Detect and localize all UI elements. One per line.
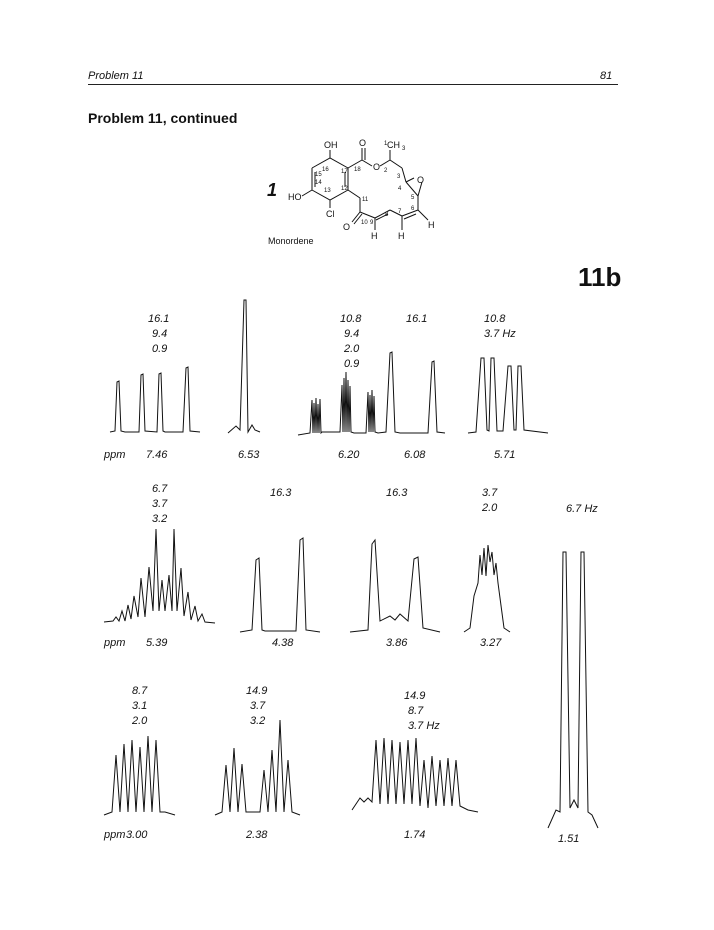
coupling-3-00-b: 3.1 — [132, 700, 147, 712]
ppm-axis-label-row1: ppm — [103, 449, 125, 461]
atom-cl: Cl — [326, 209, 335, 219]
atom-number-7: 7 — [398, 209, 402, 215]
shift-label-3-86: 3.86 — [386, 637, 408, 649]
atom-ch3-subscript: 3 — [402, 146, 406, 152]
multiplet-trace-2-38 — [214, 719, 301, 816]
multiplet-trace-6-20-6-08 — [297, 351, 446, 436]
coupling-6-20-c: 2.0 — [343, 343, 360, 355]
ppm-axis-label-row3: ppm — [103, 829, 125, 841]
atom-number-10: 10 — [361, 220, 368, 226]
coupling-7-46-a: 16.1 — [148, 313, 169, 325]
atom-ketone-o: O — [343, 222, 350, 232]
page-number: 81 — [600, 70, 613, 82]
atom-number-6: 6 — [411, 206, 415, 212]
atom-carbonyl-o: O — [359, 138, 366, 148]
coupling-5-39-b: 3.7 — [152, 498, 168, 510]
coupling-3-00-c: 2.0 — [131, 715, 148, 727]
atom-number-16: 16 — [322, 167, 329, 173]
coupling-3-86-a: 16.3 — [386, 487, 408, 499]
ppm-axis-label-row2: ppm — [103, 637, 125, 649]
atom-oh-top: OH — [324, 140, 338, 150]
coupling-6-08-a: 16.1 — [406, 313, 427, 325]
multiplet-trace-5-39 — [103, 528, 216, 624]
atom-h9: H — [371, 231, 378, 241]
shift-label-3-27: 3.27 — [480, 637, 502, 649]
atom-number-8: 8 — [385, 212, 389, 218]
shift-label-5-39: 5.39 — [146, 637, 167, 649]
multiplet-trace-4-38 — [239, 537, 321, 633]
coupling-7-46-b: 9.4 — [152, 328, 167, 340]
shift-label-6-08: 6.08 — [404, 449, 426, 461]
atom-h8: H — [398, 231, 405, 241]
coupling-1-74-a: 14.9 — [404, 690, 425, 702]
coupling-5-71-a: 10.8 — [484, 313, 506, 325]
atom-epoxide-o: O — [417, 175, 424, 185]
shift-label-6-20: 6.20 — [338, 449, 360, 461]
shift-label-6-53: 6.53 — [238, 449, 260, 461]
coupling-7-46-c: 0.9 — [152, 343, 167, 355]
shift-label-5-71: 5.71 — [494, 449, 515, 461]
shift-label-3-00: 3.00 — [126, 829, 148, 841]
atom-number-9: 9 — [370, 220, 374, 226]
atom-ch3: CH — [387, 140, 400, 150]
multiplet-trace-6-53 — [227, 299, 261, 434]
coupling-6-20-b: 9.4 — [344, 328, 359, 340]
running-header-title: Problem 11 — [88, 70, 144, 82]
atom-number-18: 18 — [354, 167, 361, 173]
atom-number-17: 17 — [341, 169, 348, 175]
atom-ho: HO — [288, 192, 302, 202]
atom-number-11: 11 — [362, 197, 369, 203]
coupling-3-27-b: 2.0 — [481, 502, 498, 514]
coupling-1-51-a: 6.7 Hz — [566, 503, 598, 515]
atom-ester-o: O — [373, 162, 380, 172]
section-title: Problem 11, continued — [88, 110, 238, 126]
atom-number-15: 15 — [315, 172, 322, 178]
coupling-1-74-c: 3.7 Hz — [408, 720, 440, 732]
shift-label-4-38: 4.38 — [272, 637, 294, 649]
multiplet-trace-3-86 — [349, 538, 441, 633]
coupling-2-38-c: 3.2 — [250, 715, 265, 727]
shift-label-2-38: 2.38 — [245, 829, 268, 841]
header-rule — [88, 84, 618, 85]
coupling-5-39-a: 6.7 — [152, 483, 168, 495]
compound-number: 1 — [267, 180, 278, 200]
multiplet-trace-1-74 — [351, 737, 479, 813]
multiplet-trace-1-51 — [547, 551, 599, 829]
figure-label: 11b — [578, 262, 622, 292]
atom-number-1: 1 — [384, 141, 388, 147]
atom-number-14: 14 — [315, 180, 322, 186]
atom-number-3: 3 — [397, 174, 401, 180]
atom-number-13: 13 — [324, 188, 331, 194]
coupling-3-27-a: 3.7 — [482, 487, 498, 499]
coupling-6-20-a: 10.8 — [340, 313, 362, 325]
atom-number-2: 2 — [384, 168, 388, 174]
coupling-3-00-a: 8.7 — [132, 685, 148, 697]
multiplet-trace-3-00 — [103, 735, 176, 816]
atom-number-4: 4 — [398, 186, 402, 192]
coupling-6-20-d: 0.9 — [344, 358, 359, 370]
coupling-2-38-a: 14.9 — [246, 685, 267, 697]
multiplet-trace-3-27 — [463, 544, 511, 633]
atom-h6: H — [428, 220, 435, 230]
coupling-5-71-b: 3.7 Hz — [484, 328, 516, 340]
coupling-4-38-a: 16.3 — [270, 487, 292, 499]
coupling-1-74-b: 8.7 — [408, 705, 424, 717]
shift-label-7-46: 7.46 — [146, 449, 168, 461]
compound-name: Monordene — [268, 236, 314, 246]
multiplet-trace-7-46 — [109, 366, 201, 433]
atom-number-5: 5 — [411, 195, 415, 201]
shift-label-1-51: 1.51 — [558, 833, 579, 845]
coupling-5-39-c: 3.2 — [152, 513, 167, 525]
atom-number-12: 12 — [341, 186, 348, 192]
coupling-2-38-b: 3.7 — [250, 700, 266, 712]
multiplet-trace-5-71 — [467, 357, 549, 434]
shift-label-1-74: 1.74 — [404, 829, 425, 841]
